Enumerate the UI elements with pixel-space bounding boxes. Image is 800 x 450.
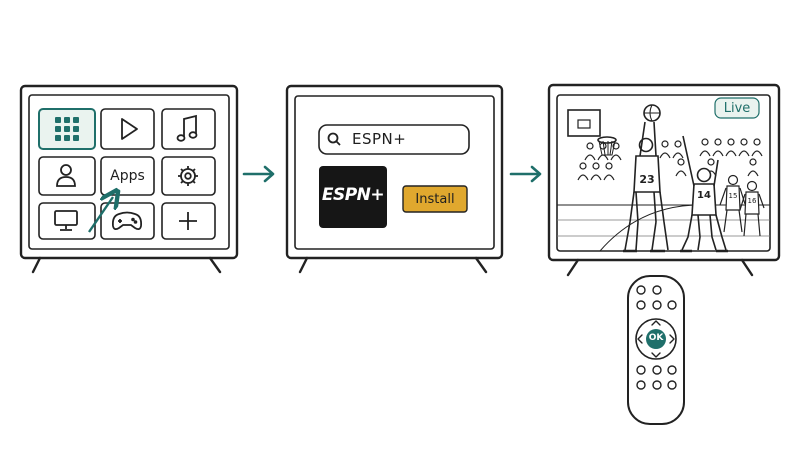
remote-button-top-center[interactable] (652, 285, 662, 295)
remote-ok-button[interactable] (646, 329, 666, 349)
player-23 (623, 121, 669, 253)
player-14 (680, 135, 728, 253)
dpad-right-icon[interactable] (669, 334, 675, 344)
apps-grid-icon (55, 117, 79, 141)
play-icon (121, 118, 138, 140)
player-16 (739, 180, 765, 237)
dpad-up-icon[interactable] (651, 320, 661, 326)
plus-icon (179, 212, 197, 230)
settings-tile[interactable] (161, 156, 216, 196)
search-bar[interactable] (318, 124, 470, 155)
tv-legs (566, 258, 754, 277)
remote-button-right[interactable] (667, 300, 677, 310)
remote-button[interactable] (667, 365, 677, 375)
install-button-label[interactable]: Install (415, 192, 455, 207)
music-note-icon (176, 114, 198, 142)
player-15-number: 15 (728, 192, 738, 200)
remote-dpad[interactable] (635, 318, 677, 360)
remote-button[interactable] (636, 380, 646, 390)
live-badge-label: Live (723, 101, 751, 116)
step-arrow-1 (242, 165, 275, 183)
player-16-number: 16 (747, 197, 757, 205)
profile-tile[interactable] (38, 156, 96, 196)
player-23-number: 23 (639, 173, 655, 186)
install-button[interactable] (402, 185, 468, 213)
tv-legs (31, 256, 222, 274)
step-arrow-2 (509, 165, 542, 183)
tv-live-game (547, 83, 781, 277)
remote-control (627, 275, 685, 425)
selection-arrow (88, 197, 113, 233)
remote-button-center[interactable] (652, 300, 662, 310)
remote-button-top-left[interactable] (636, 285, 646, 295)
dpad-left-icon[interactable] (637, 334, 643, 344)
profile-icon (56, 164, 76, 187)
play-tile[interactable] (100, 108, 155, 150)
remote-button[interactable] (652, 365, 662, 375)
music-tile[interactable] (161, 108, 216, 150)
basketball-scene (557, 104, 770, 253)
espn-plus-app-logo[interactable] (319, 166, 387, 228)
remote-button[interactable] (636, 365, 646, 375)
apps-tile-label: Apps (110, 168, 145, 184)
tv-app-store (285, 84, 504, 274)
apps-grid-tile[interactable] (38, 108, 96, 150)
remote-ok-label[interactable]: OK (648, 333, 664, 343)
dpad-down-icon[interactable] (651, 352, 661, 358)
search-icon (327, 132, 341, 146)
tv-home-screen (19, 84, 239, 274)
games-tile[interactable] (100, 202, 155, 240)
tv-monitor-icon (54, 210, 78, 231)
tv-tile[interactable] (38, 202, 96, 240)
live-badge (714, 97, 760, 119)
remote-button-left[interactable] (636, 300, 646, 310)
player-14-number: 14 (697, 190, 711, 201)
espn-plus-logo-text: ESPN+ (321, 185, 385, 205)
search-query-text: ESPN+ (352, 130, 407, 148)
tv-legs (298, 256, 488, 274)
add-tile[interactable] (161, 202, 216, 240)
remote-button[interactable] (667, 380, 677, 390)
settings-gear-icon (178, 166, 198, 186)
remote-button[interactable] (652, 380, 662, 390)
gamepad-icon (111, 211, 143, 231)
crowd (577, 138, 763, 181)
